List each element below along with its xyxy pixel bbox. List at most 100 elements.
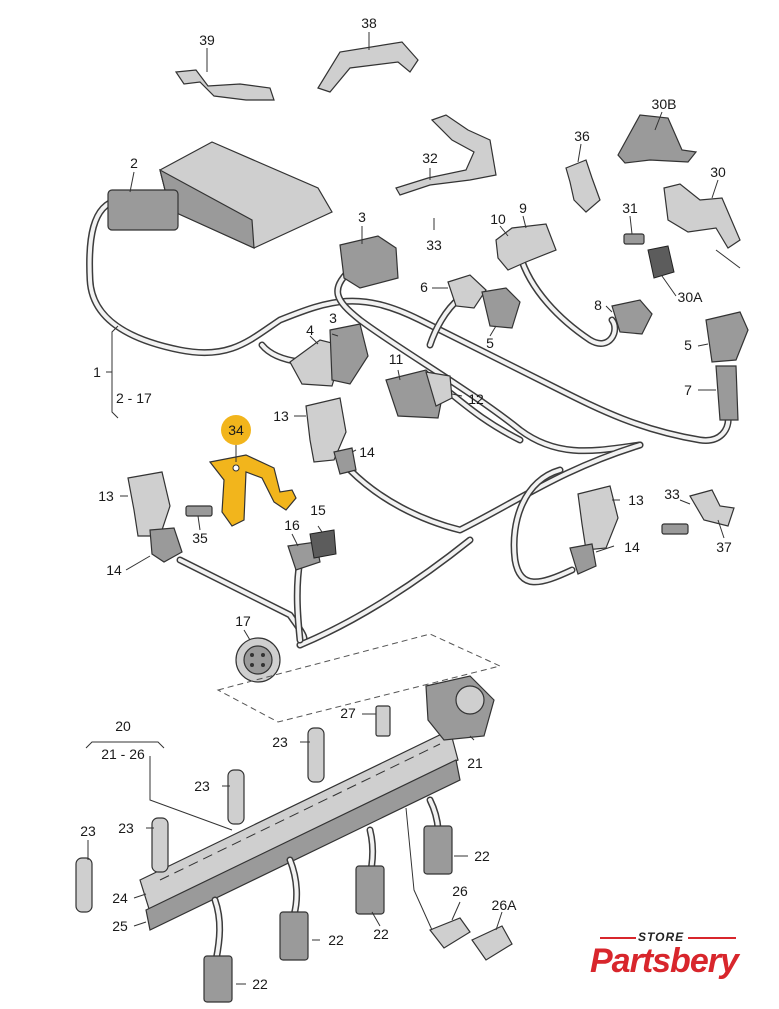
callout-22-a: 22 bbox=[474, 848, 490, 864]
bracket-36 bbox=[565, 159, 601, 213]
main-wiring-harness bbox=[86, 196, 732, 649]
callout-23-a: 23 bbox=[272, 734, 288, 750]
bracket-34-highlighted bbox=[208, 454, 297, 527]
bracket-32 bbox=[395, 114, 497, 196]
store-logo: STORE Partsbery bbox=[590, 930, 760, 990]
injector-23-a bbox=[307, 727, 325, 783]
logo-store-text: STORE bbox=[638, 930, 685, 944]
callout-12: 12 bbox=[468, 391, 484, 407]
callout-10: 10 bbox=[490, 211, 506, 227]
callout-22-b: 22 bbox=[328, 932, 344, 948]
callout-2-17: 2 - 17 bbox=[116, 390, 152, 406]
callout-13-mid: 13 bbox=[273, 408, 289, 424]
callout-37: 37 bbox=[716, 539, 732, 555]
callout-5: 5 bbox=[486, 335, 494, 351]
callout-35: 35 bbox=[192, 530, 208, 546]
callout-38: 38 bbox=[361, 15, 377, 31]
clip-26A bbox=[471, 925, 513, 961]
callout-32: 32 bbox=[422, 150, 438, 166]
logo-line-right bbox=[688, 937, 736, 939]
bracket-39 bbox=[174, 69, 275, 101]
callout-5-right: 5 bbox=[684, 337, 692, 353]
control-unit-2 bbox=[107, 141, 333, 249]
callout-1: 1 bbox=[93, 364, 101, 380]
connector-5-right bbox=[705, 311, 749, 363]
callout-6: 6 bbox=[420, 279, 428, 295]
bracket-30 bbox=[663, 183, 741, 269]
bracket-38 bbox=[317, 41, 419, 93]
callout-34-marker bbox=[221, 415, 251, 445]
callout-26A: 26A bbox=[492, 897, 518, 913]
round-connector-17 bbox=[235, 637, 281, 683]
connector-13-14-mid bbox=[305, 397, 357, 475]
logo-line-left bbox=[600, 937, 636, 939]
callout-26: 26 bbox=[452, 883, 468, 899]
connector-16-15 bbox=[287, 529, 337, 571]
coil-connector-22-c bbox=[279, 911, 309, 961]
callout-7: 7 bbox=[684, 382, 692, 398]
callout-24: 24 bbox=[112, 890, 128, 906]
screw-35 bbox=[185, 505, 213, 517]
callout-2: 2 bbox=[130, 155, 138, 171]
coil-connector-22-a bbox=[423, 825, 453, 875]
bolt-27 bbox=[375, 705, 391, 737]
connector-13-14-left bbox=[127, 471, 183, 563]
leader-lines bbox=[85, 32, 725, 985]
callout-30A: 30A bbox=[678, 289, 704, 305]
callout-30B: 30B bbox=[652, 96, 677, 112]
callout-31: 31 bbox=[622, 200, 638, 216]
connector-6-5 bbox=[447, 274, 521, 329]
callout-14-mid: 14 bbox=[359, 444, 375, 460]
callout-33: 33 bbox=[426, 237, 442, 253]
callout-33-right: 33 bbox=[664, 486, 680, 502]
screw-31 bbox=[623, 233, 645, 245]
callout-27: 27 bbox=[340, 705, 356, 721]
connector-4-3 bbox=[289, 323, 369, 387]
injector-harness bbox=[139, 729, 461, 931]
connector-8 bbox=[611, 299, 653, 335]
connector-11-12 bbox=[385, 369, 453, 419]
callout-8: 8 bbox=[594, 297, 602, 313]
callout-20: 20 bbox=[115, 718, 131, 734]
relay-30A bbox=[647, 245, 675, 279]
relay-30B bbox=[617, 114, 698, 164]
connector-3-top bbox=[339, 235, 399, 289]
callout-23-d: 23 bbox=[80, 823, 96, 839]
callout-21-26: 21 - 26 bbox=[101, 746, 145, 762]
clip-26 bbox=[429, 917, 471, 949]
callout-14-right: 14 bbox=[624, 539, 640, 555]
callout-13-left: 13 bbox=[98, 488, 114, 504]
callout-3: 3 bbox=[358, 209, 366, 225]
callout-15: 15 bbox=[310, 502, 326, 518]
callout-21: 21 bbox=[467, 755, 483, 771]
injector-23-c bbox=[151, 817, 169, 873]
connector-10-9 bbox=[495, 223, 557, 271]
callout-36: 36 bbox=[574, 128, 590, 144]
callout-16: 16 bbox=[284, 517, 300, 533]
callout-23-c: 23 bbox=[118, 820, 134, 836]
connector-21 bbox=[425, 675, 495, 741]
injector-23-b bbox=[227, 769, 245, 825]
callout-23-b: 23 bbox=[194, 778, 210, 794]
callout-13-right: 13 bbox=[628, 492, 644, 508]
injector-23-d bbox=[75, 857, 93, 913]
callout-34: 34 bbox=[228, 422, 244, 438]
sensor-7 bbox=[715, 365, 739, 421]
coil-connector-22-b bbox=[355, 865, 385, 915]
callout-3b: 3 bbox=[329, 310, 337, 326]
logo-brand-text: Partsbery bbox=[590, 942, 739, 980]
callout-labels: 39 38 30B 36 32 2 30 3 10 9 31 33 30A 6 … bbox=[80, 15, 732, 992]
callout-30: 30 bbox=[710, 164, 726, 180]
callout-39: 39 bbox=[199, 32, 215, 48]
connector-13-14-right bbox=[569, 485, 619, 575]
callout-4: 4 bbox=[306, 322, 314, 338]
coil-connector-22-d bbox=[203, 955, 233, 1003]
callout-11: 11 bbox=[389, 351, 404, 367]
callout-14-left: 14 bbox=[106, 562, 122, 578]
callout-9: 9 bbox=[519, 200, 527, 216]
callout-22-c: 22 bbox=[373, 926, 389, 942]
callout-25: 25 bbox=[112, 918, 128, 934]
callout-17: 17 bbox=[235, 613, 251, 629]
